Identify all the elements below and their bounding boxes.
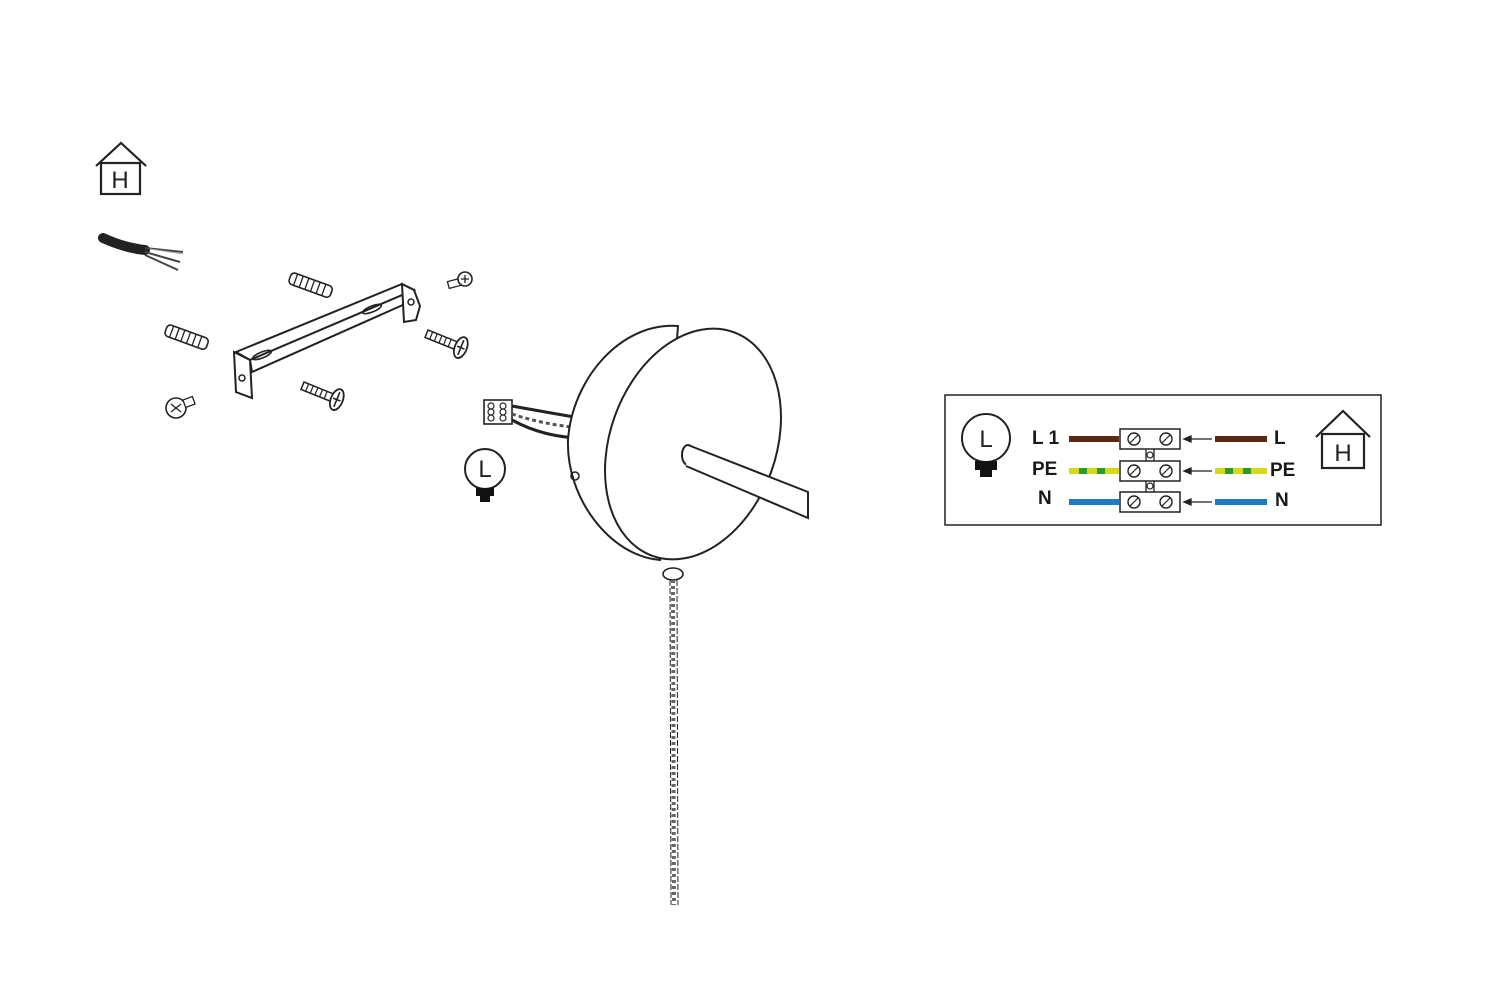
lamp-icon: L (464, 448, 506, 502)
house-icon: H (95, 141, 147, 196)
hanging-chain (662, 567, 684, 906)
left-label-l1: L 1 (1032, 428, 1060, 449)
lamp-letter: L (478, 456, 491, 483)
wire-l-right (1215, 436, 1267, 442)
right-label-l: L (1274, 428, 1286, 449)
wall-plug (288, 272, 334, 298)
small-screw (446, 271, 473, 290)
house-letter: H (1334, 440, 1351, 467)
wire-pe-left (1069, 468, 1119, 474)
terminal-block (1119, 428, 1181, 513)
right-label-pe: PE (1270, 460, 1295, 481)
screw (300, 381, 345, 411)
wiring-diagram: L L 1 PE N (944, 394, 1382, 526)
wire-n-right (1215, 499, 1267, 505)
left-label-n: N (1038, 488, 1052, 509)
right-label-n: N (1275, 490, 1289, 511)
wire-n-left (1069, 499, 1119, 505)
connection-arrows (1182, 435, 1212, 506)
supply-cable (98, 233, 184, 271)
lamp-icon: L (961, 413, 1011, 477)
left-label-pe: PE (1032, 459, 1057, 480)
ceiling-canopy (566, 324, 782, 562)
wall-plug (164, 324, 210, 350)
screw (424, 329, 469, 359)
small-screw (165, 395, 196, 419)
mounting-bracket (232, 282, 422, 400)
house-icon: H (1315, 409, 1371, 470)
wire-l1-left (1069, 436, 1119, 442)
wire-pe-right (1215, 468, 1267, 474)
lamp-rod (685, 444, 809, 520)
lamp-letter: L (979, 426, 992, 453)
house-letter: H (111, 167, 128, 194)
